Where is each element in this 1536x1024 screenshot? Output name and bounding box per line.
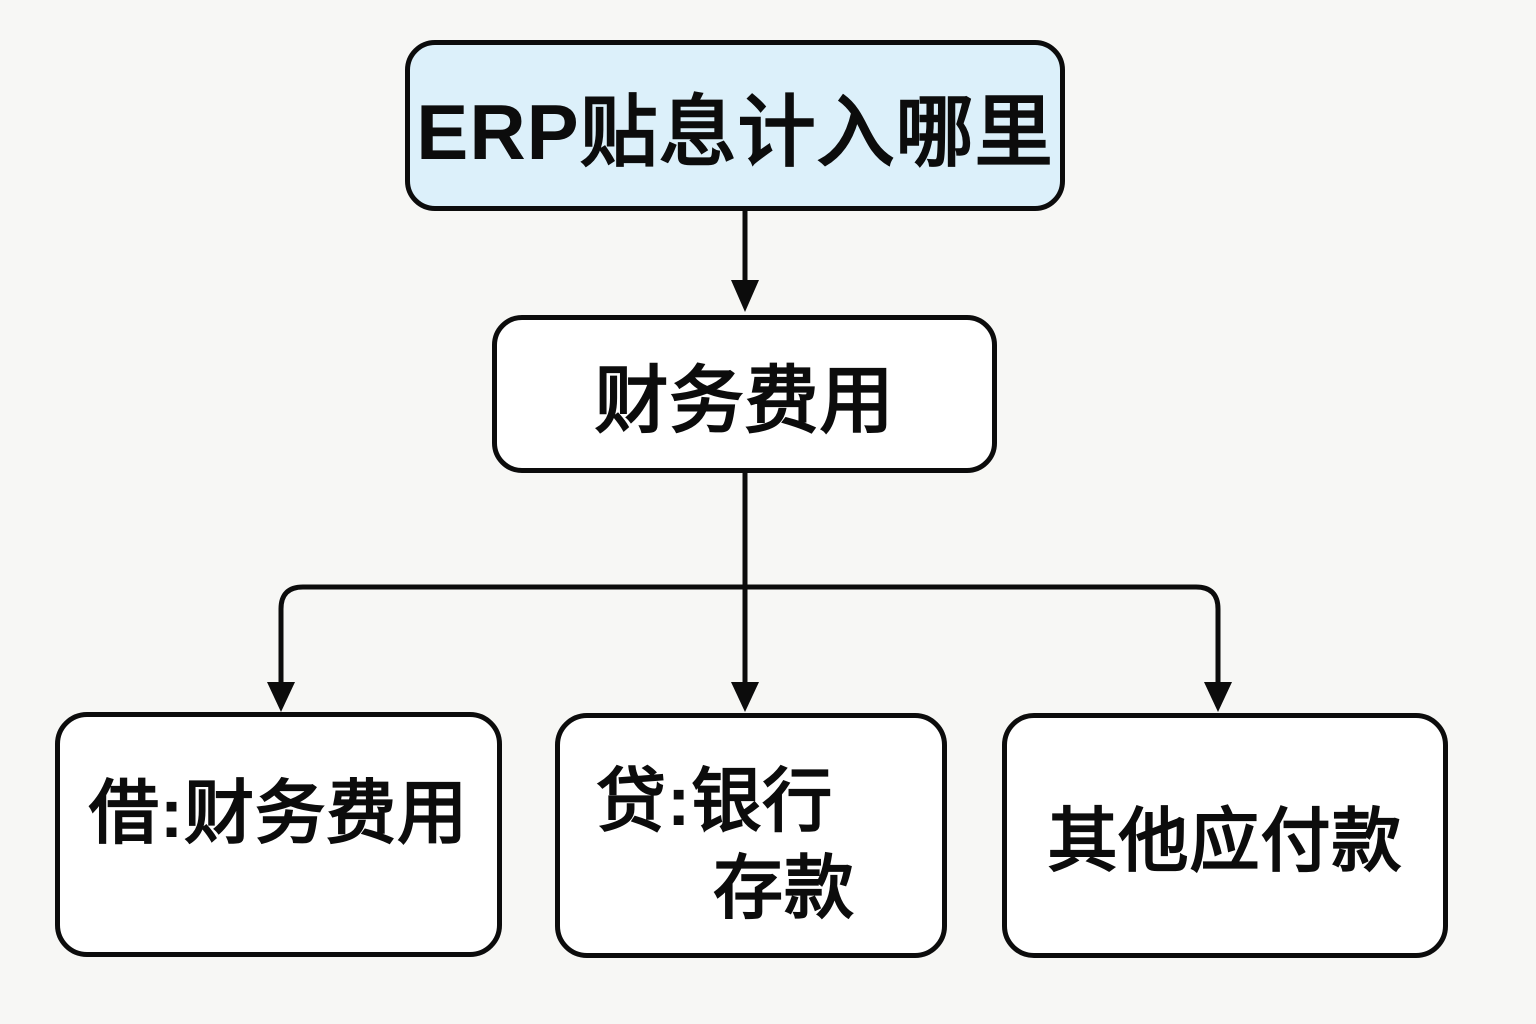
node-credit-bank-deposit: 贷:银行 存款 [555,713,947,958]
node-debit-financial-expenses: 借:财务费用 [55,712,502,957]
node-root-title: ERP贴息计入哪里 [405,40,1065,211]
arrowhead-level2-to-credit-icon [731,682,759,712]
node-financial-expenses: 财务费用 [492,315,997,473]
connector-branch-elbow [278,584,1221,684]
arrowhead-branch-to-debit-icon [267,682,295,712]
node-debit-label: 借:财务费用 [88,774,469,852]
node-other-payables-label: 其他应付款 [1047,802,1403,880]
arrowhead-branch-to-other-icon [1204,682,1232,712]
arrowhead-root-to-level2-icon [731,280,759,312]
node-credit-label: 贷:银行 存款 [596,758,855,932]
node-financial-expenses-label: 财务费用 [594,358,895,442]
node-credit-label-line1: 贷:银行 [596,762,834,840]
node-credit-label-line2: 存款 [713,849,855,927]
node-root-label: ERP贴息计入哪里 [416,87,1054,176]
node-other-payables: 其他应付款 [1002,713,1448,958]
